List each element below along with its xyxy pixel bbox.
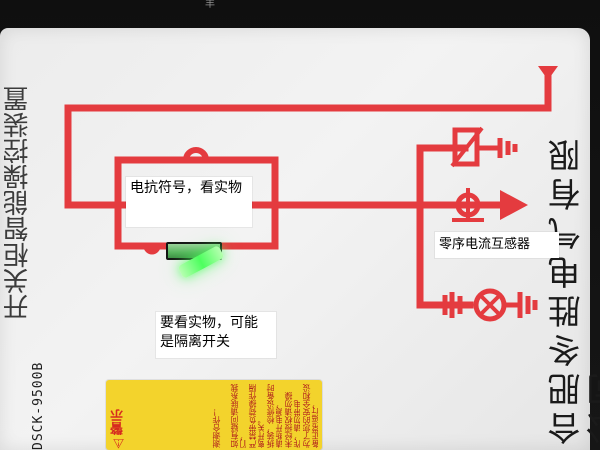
warning-line-2: 未经授权请勿操作，请勿带电 <box>284 392 300 448</box>
ground-icon-1 <box>477 138 518 158</box>
warning-line-3: 拆装，检修设备时请断开电源， <box>266 384 282 448</box>
output-arrow-icon <box>500 190 528 220</box>
upper-branch-line <box>416 144 469 209</box>
isolation-switch-note-line-2: 是隔离开关 <box>160 334 230 350</box>
ground-icon-3 <box>504 292 538 318</box>
indicator-x-mark <box>479 294 501 316</box>
warning-title: ⚠警示 <box>111 409 126 450</box>
reactor-coil-icon <box>183 147 209 161</box>
warning-line-5: 如有疑问请联系我们， <box>230 384 246 448</box>
warning-text-block: 为了您的安全和设备正常运行， 未经授权请勿操作，请勿带电 拆装，检修设备时请断开… <box>134 382 318 448</box>
warning-line-1: 为了您的安全和设备正常运行， <box>302 384 318 448</box>
ground-icon-2 <box>442 292 463 318</box>
isolation-switch-annotation: 要看实物，可能 是隔离开关 <box>156 312 276 358</box>
surge-arrester-slash <box>450 126 484 168</box>
warning-line-4: 严禁带负荷操作隔离开关。 <box>248 384 264 448</box>
warning-label: ⚠警示 为了您的安全和设备正常运行， 未经授权请勿操作，请勿带电 拆装，检修设备… <box>106 380 322 450</box>
zero-seq-ct-annotation: 零序电流互感器 <box>435 232 559 258</box>
reactance-box <box>114 156 279 250</box>
top-partial-text: 丰 <box>205 0 223 10</box>
warning-line-6: 谢谢合作！ <box>212 408 221 448</box>
incoming-arrow-icon <box>538 66 558 80</box>
isolation-switch-note-line-1: 要看实物，可能 <box>160 315 258 331</box>
reactance-annotation: 电抗符号，看实物 <box>126 177 252 227</box>
small-terminal-icon <box>143 245 161 255</box>
